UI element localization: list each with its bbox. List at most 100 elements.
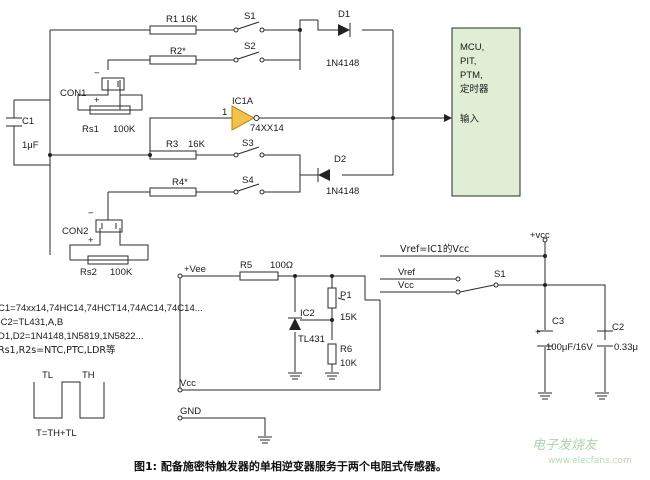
con2-label: CON2 [62,226,88,237]
con2-connector [95,219,123,233]
ic1a-pin-1: 1 [222,107,227,118]
mcu-line-4: 定时器 [460,83,489,95]
gnd-terminal-wire [180,417,266,436]
r4-resistor [149,187,197,197]
rs2-resistor [87,255,129,265]
s2-switch [233,51,265,63]
d1-label: D1 [338,9,350,20]
r3-label: R3 [166,139,178,150]
vcc-terminal-wire [180,300,381,391]
vref-ic1-label: Vref=IC1的Vcc [400,243,469,255]
r1-row-wire [50,19,393,31]
r3-value: 16K [188,139,206,150]
con2-wire [69,192,149,261]
r1-resistor [149,25,197,35]
s1-label: S1 [244,11,256,22]
r6-value: 10K [340,358,358,369]
s1-switch [233,21,265,33]
vref-label: Vref [398,267,415,278]
r2-label: R2* [170,46,186,57]
watermark-url: www.elecfans.com [548,456,632,466]
ic2-part-label: TL431 [298,334,325,345]
r6-label: R6 [340,344,352,355]
mcu-box [451,27,521,197]
con1-minus: − [94,68,100,79]
s4-label: S4 [242,175,254,186]
con1-label: CON1 [60,88,86,99]
con2-plus: + [88,235,94,246]
mcu-line-1: MCU, [460,42,484,53]
con2-pins [101,223,117,229]
rs2-value: 100K [110,267,133,278]
r5-label: R5 [240,260,252,271]
waveform-th-label: TH [82,370,95,381]
r3-resistor [149,150,197,160]
con1-wire [77,80,143,111]
p1-wiper [337,297,346,301]
con1-connector [101,77,125,91]
top-junctions [48,28,395,157]
vcc-top-label: +vcc [530,230,550,241]
rs1-value: 100K [113,124,136,135]
mcu-line-2: PIT, [460,56,476,67]
rs2-label: Rs2 [80,267,97,278]
r5-value: 100Ω [270,260,293,271]
ic2-label: IC2 [300,308,315,319]
gnd-terminal-label: GND [180,406,201,417]
ic2-wire [294,276,332,372]
p1-value: 15K [340,312,358,323]
r6-resistor [327,343,337,365]
c3-value: 100μF/16V [546,342,593,353]
p1-potentiometer [327,287,337,309]
s1b-output-wire [498,284,606,340]
mcu-line-3: PTM, [460,70,483,81]
ic1a-part-label: 74XX14 [250,123,284,134]
con2-minus: − [88,208,94,219]
d1-part-label: 1N4148 [326,58,359,69]
note-line-3: D1,D2=1N4148,1N5819,1N5822... [0,331,144,342]
note-line-2: IC2=TL431,A,B [0,317,63,328]
r2-row-wire [107,59,301,70]
d2-part-label: 1N4148 [326,186,359,197]
waveform-trace [33,381,105,419]
vcc-terminal [542,237,548,243]
c1-value: 1μF [22,140,39,151]
ground-symbols [258,372,609,444]
rs1-resistor [89,105,131,115]
r4-label: R4* [172,177,188,188]
waveform-tl-label: TL [42,370,53,381]
c3-label: C3 [552,316,564,327]
vee-label: +Vee [184,264,206,275]
vcc-mid-label: Vcc [398,280,414,291]
input-arrow [444,114,452,122]
vee-wire [180,275,380,301]
s1b-switch [455,276,499,295]
d1-bus-wire [299,30,394,170]
r4-row-wire [108,118,394,193]
c2-value: 0.33μ [614,342,638,353]
waveform-formula: T=TH+TL [36,428,77,439]
con1-pins [107,81,119,87]
s3-switch [233,146,265,158]
r2-resistor [149,55,197,65]
s3-label: S3 [242,138,254,149]
d2-label: D2 [334,154,346,165]
note-line-1: C1=74xx14,74HC14,74HCT14,74AC14,74C14... [0,303,203,314]
ic2-zener [289,318,301,330]
rs1-label: Rs1 [82,124,99,135]
r1-label: R1 16K [166,14,198,25]
ic1a-inverter [231,105,260,131]
c2-label: C2 [612,322,624,333]
vcc-term-dot [177,387,183,393]
s4-switch [233,183,265,195]
s1b-label: S1 [494,269,506,280]
vcc-terminal-label: Vcc [180,378,196,389]
watermark-logo: 电子发烧友 [532,438,599,453]
p1-label: P1 [340,290,352,301]
gnd-term-dot [177,415,183,421]
note-line-4: Rs1,R2s=NTC,PTC,LDR等 [0,344,116,356]
bottom-junctions [293,254,547,322]
c1-label: C1 [22,116,34,127]
d1-diode [338,23,351,37]
